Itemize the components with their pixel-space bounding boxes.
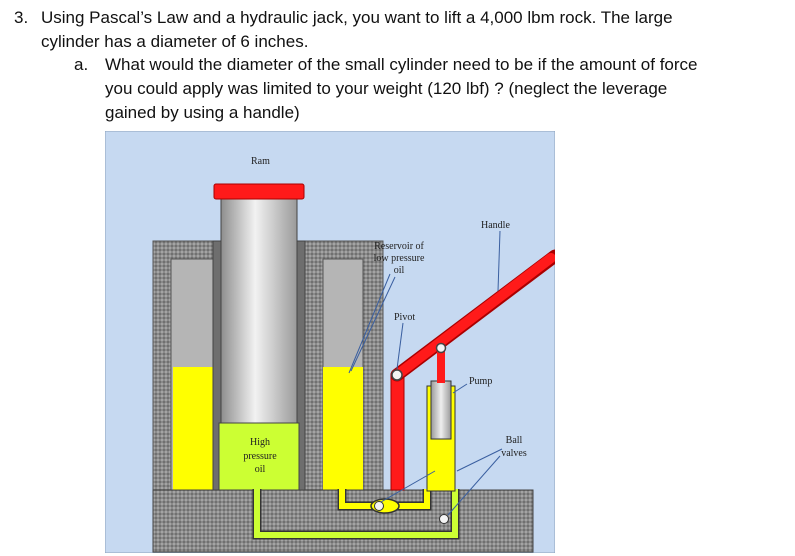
label-ball-valves-line1: Ball (506, 435, 523, 446)
question-text-line-2: cylinder has a diameter of 6 inches. (41, 32, 309, 51)
label-high-pressure-line3: oil (255, 464, 266, 475)
ball-valve-leader-2 (447, 455, 501, 516)
ball-valve-leader-3 (380, 470, 436, 503)
ball-valve-inlet (374, 501, 384, 511)
part-a-text-line-2: you could apply was limited to your weig… (105, 79, 668, 98)
label-ball-valves-line2: valves (501, 448, 527, 459)
pivot-pin (391, 369, 403, 381)
right-oil-reservoir (323, 367, 363, 491)
reservoir-leader (348, 273, 391, 374)
label-high-pressure-line2: pressure (243, 451, 277, 462)
label-reservoir-line2: low pressure (374, 253, 425, 264)
label-reservoir-line1: Reservoir of (374, 241, 424, 252)
hydraulic-jack-diagram: Ram Handle Reservoir of low pressure oil… (105, 131, 555, 553)
label-high-pressure-line1: High (250, 437, 270, 448)
pump-piston (430, 380, 452, 440)
ram-piston (220, 196, 298, 424)
pump-link-pin (435, 342, 447, 354)
label-ram: Ram (251, 156, 270, 167)
handle-support-post (390, 373, 405, 491)
question-number: 3. (14, 8, 29, 27)
reservoir-leader-left (350, 276, 396, 372)
label-pivot: Pivot (394, 312, 415, 323)
ball-valve-outlet (439, 514, 449, 524)
handle-leader (497, 230, 501, 292)
ram-cap (213, 183, 305, 200)
ball-valve-leader-1 (456, 448, 503, 472)
part-a-text-line-1: What would the diameter of the small cyl… (105, 55, 698, 74)
pump-leader (452, 383, 468, 394)
part-a-text-line-3: gained by using a handle) (105, 103, 300, 122)
question-text-line-1: Using Pascal’s Law and a hydraulic jack,… (41, 8, 673, 27)
label-pump: Pump (469, 376, 492, 387)
label-handle: Handle (481, 220, 510, 231)
left-oil-reservoir (173, 367, 213, 491)
part-a-label: a. (74, 55, 89, 74)
label-reservoir-line3: oil (394, 265, 405, 276)
pivot-leader (396, 322, 404, 370)
